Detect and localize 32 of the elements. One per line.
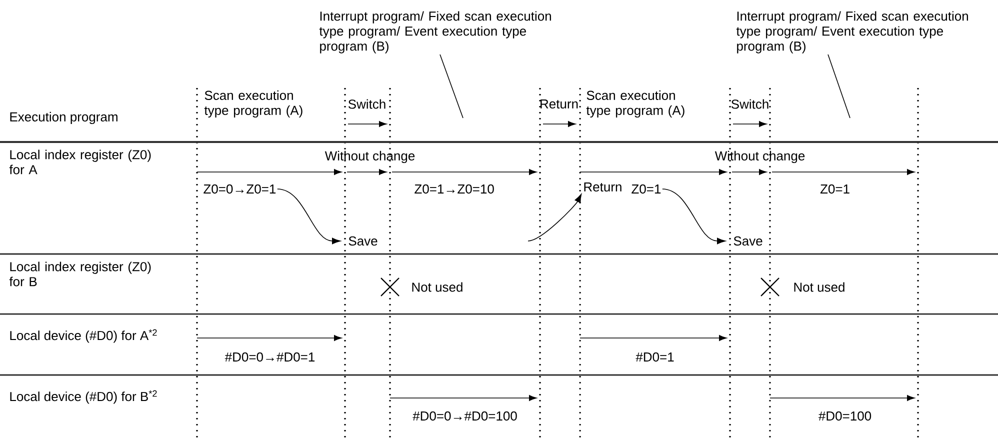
label: #D0=0→#D0=1 <box>224 352 315 362</box>
label: #D0=0→#D0=100 <box>412 411 517 421</box>
label: Z0=1 <box>820 184 850 194</box>
label: Local device (#D0) for B$^{*2}$ <box>10 390 157 404</box>
leader-line <box>828 54 850 118</box>
label: Switch <box>348 99 386 109</box>
label: Scan execution type program (A) <box>204 90 302 118</box>
label: Z0=1→Z0=10 <box>414 184 494 194</box>
label: Execution program <box>10 112 118 124</box>
annotation-text: Interrupt program/ Fixed scan execution type program/ Event execution type program (B) <box>736 11 968 54</box>
label: Not used <box>412 282 462 292</box>
label: Local index register (Z0) for B <box>9 262 151 286</box>
label: Local device (#D0) for A$^{*2}$ <box>10 329 157 343</box>
value-text: Z0=0→Z0=1 <box>204 184 276 194</box>
value-text: Return <box>584 182 622 192</box>
label: Scan execution type program (A) <box>586 90 684 118</box>
value-text: Save <box>734 236 762 246</box>
label: Return <box>540 99 578 109</box>
value-text: Save <box>348 236 378 246</box>
label: Not used <box>794 282 844 292</box>
label: #D0=100 <box>818 411 872 421</box>
leader-line <box>440 54 464 118</box>
value-text: Z0=1 <box>632 184 661 194</box>
label: #D0=1 <box>636 352 674 362</box>
label: Local index register (Z0) for A <box>9 150 151 174</box>
curved-arrow <box>277 188 341 244</box>
label: Without change <box>324 150 415 164</box>
curved-arrow <box>528 194 582 242</box>
curved-arrow <box>662 188 726 244</box>
label: Switch <box>731 99 768 109</box>
annotation-text: Interrupt program/ Fixed scan execution type program/ Event execution type program (B) <box>319 11 551 54</box>
label: Without change <box>714 150 805 164</box>
